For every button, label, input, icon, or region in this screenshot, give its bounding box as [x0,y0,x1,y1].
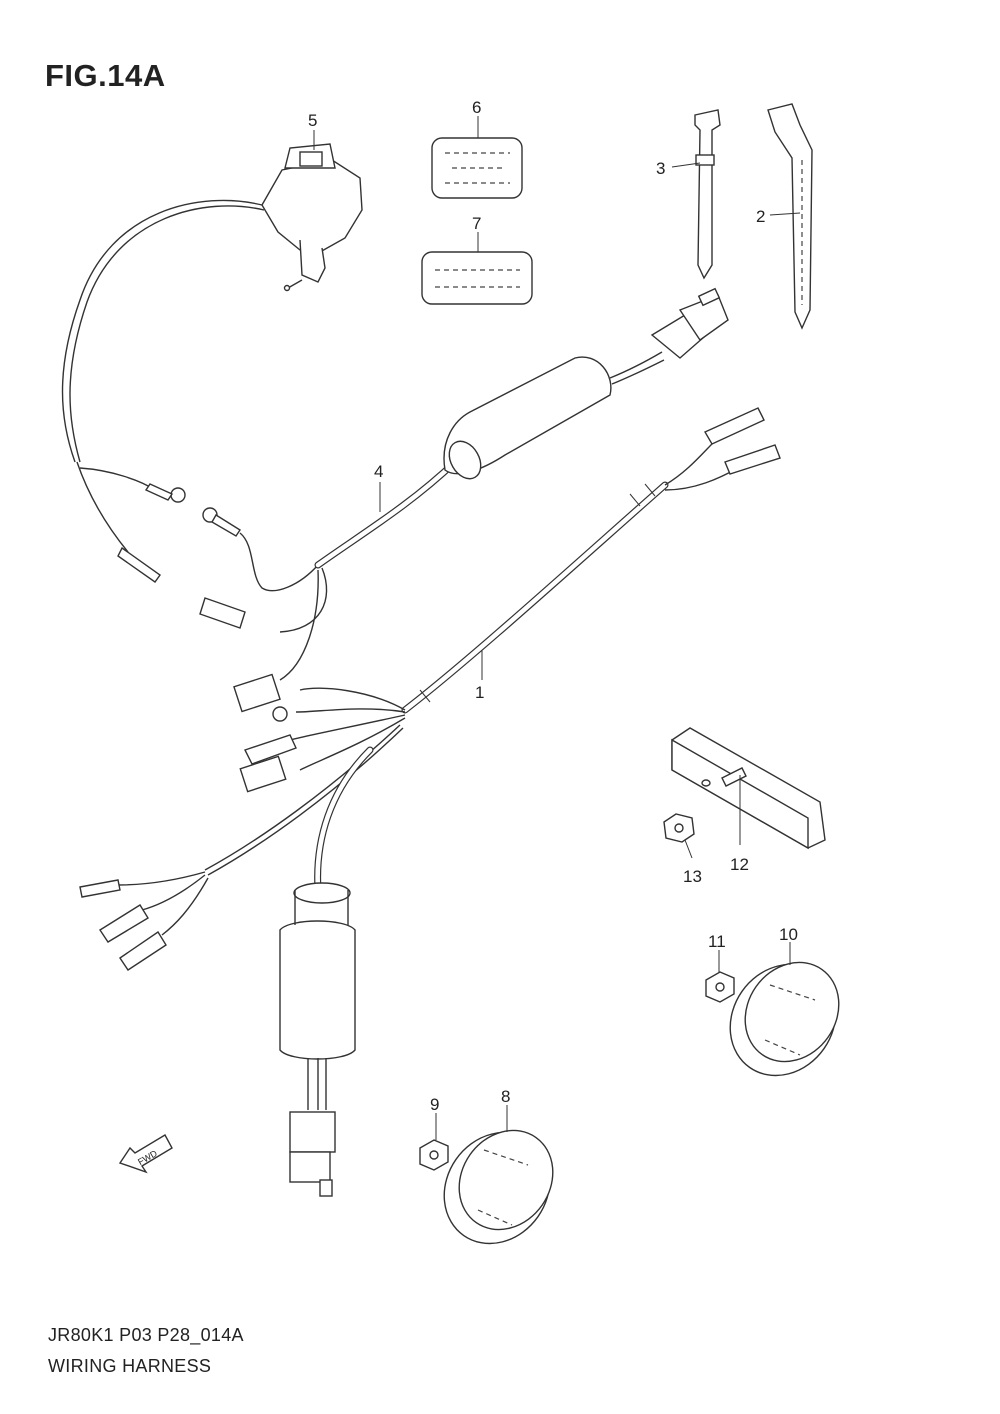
callout-10: 10 [779,925,798,944]
main-harness-part[interactable] [79,407,781,1197]
label-6-part[interactable] [431,137,523,199]
callout-11: 11 [708,932,726,951]
figure-name: WIRING HARNESS [48,1356,212,1376]
reflector-rect-part[interactable] [671,727,826,850]
callout-7: 7 [472,214,481,233]
callout-2: 2 [756,207,765,226]
fwd-direction-arrow: FWD [118,1134,173,1174]
callout-numbers: 1 2 3 4 5 6 7 8 9 10 11 12 13 [308,98,798,1114]
callout-5: 5 [308,111,317,130]
figure-code: JR80K1 P03 P28_014A [48,1325,244,1345]
callout-12: 12 [730,855,749,874]
figure-title: FIG.14A [45,58,166,93]
callout-8: 8 [501,1087,510,1106]
label-7-part[interactable] [421,251,533,305]
nut-13-part[interactable] [663,813,695,843]
kill-switch-part[interactable] [261,143,363,292]
callout-3: 3 [656,159,665,178]
cable-tie-small-part[interactable] [694,109,721,280]
cable-tie-large-part[interactable] [767,103,813,330]
nut-9-part[interactable] [419,1139,449,1171]
reflector-round-10-part[interactable] [709,944,858,1096]
callout-13: 13 [683,867,702,886]
callout-1: 1 [475,683,484,702]
sub-harness-part[interactable] [61,199,729,713]
reflector-round-8-part[interactable] [423,1112,572,1264]
callout-leaders [313,116,801,1140]
callout-4: 4 [374,462,383,481]
callout-6: 6 [472,98,481,117]
nut-11-part[interactable] [705,971,735,1003]
callout-9: 9 [430,1095,439,1114]
